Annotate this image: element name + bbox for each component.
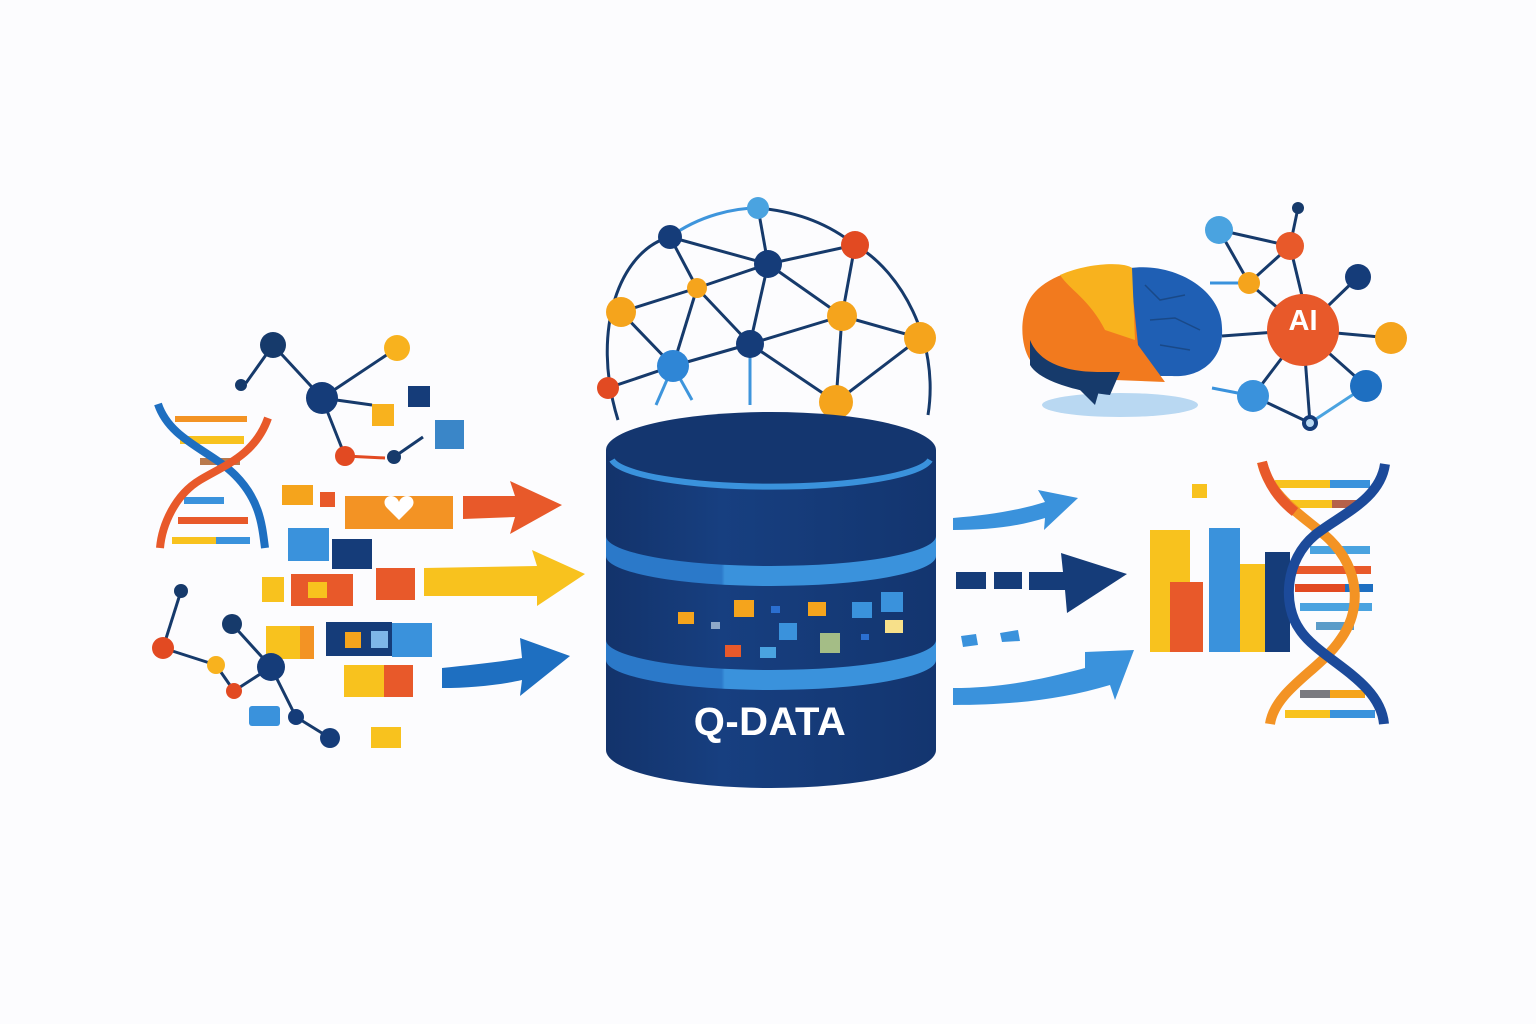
arrow-navy-icon: [1029, 553, 1127, 613]
data-pixels: [678, 592, 903, 658]
neural-network-globe-icon: [605, 206, 932, 421]
database-label: Q-DATA: [693, 700, 847, 744]
input-arrows: [424, 481, 585, 696]
arrow-orange-icon: [463, 481, 562, 534]
arrow-light-blue-2-icon: [953, 650, 1134, 705]
ai-label: AI: [1288, 305, 1318, 337]
dna-icon-left: [154, 402, 272, 549]
dash-small-2: [1000, 630, 1020, 642]
arrow-blue-icon: [442, 638, 570, 696]
output-arrows: [953, 490, 1134, 705]
molecule-icon-top: [235, 332, 464, 466]
arrow-light-blue-icon: [953, 490, 1078, 530]
network-nodes: [597, 197, 936, 419]
arrow-yellow-icon: [424, 550, 585, 606]
dash-2: [994, 572, 1022, 589]
dna-icon-right: [1257, 460, 1390, 726]
brain-icon: [1022, 264, 1223, 417]
molecule-icon-bottom: [152, 584, 340, 748]
bar-chart-icon: [1150, 484, 1290, 652]
ai-node-network-icon: [1205, 202, 1407, 431]
database-cylinder-icon: [606, 412, 936, 788]
data-block-icons: [262, 485, 453, 748]
heart-icon: [384, 496, 414, 520]
dash-small-1: [961, 634, 978, 647]
dash-1: [956, 572, 986, 589]
